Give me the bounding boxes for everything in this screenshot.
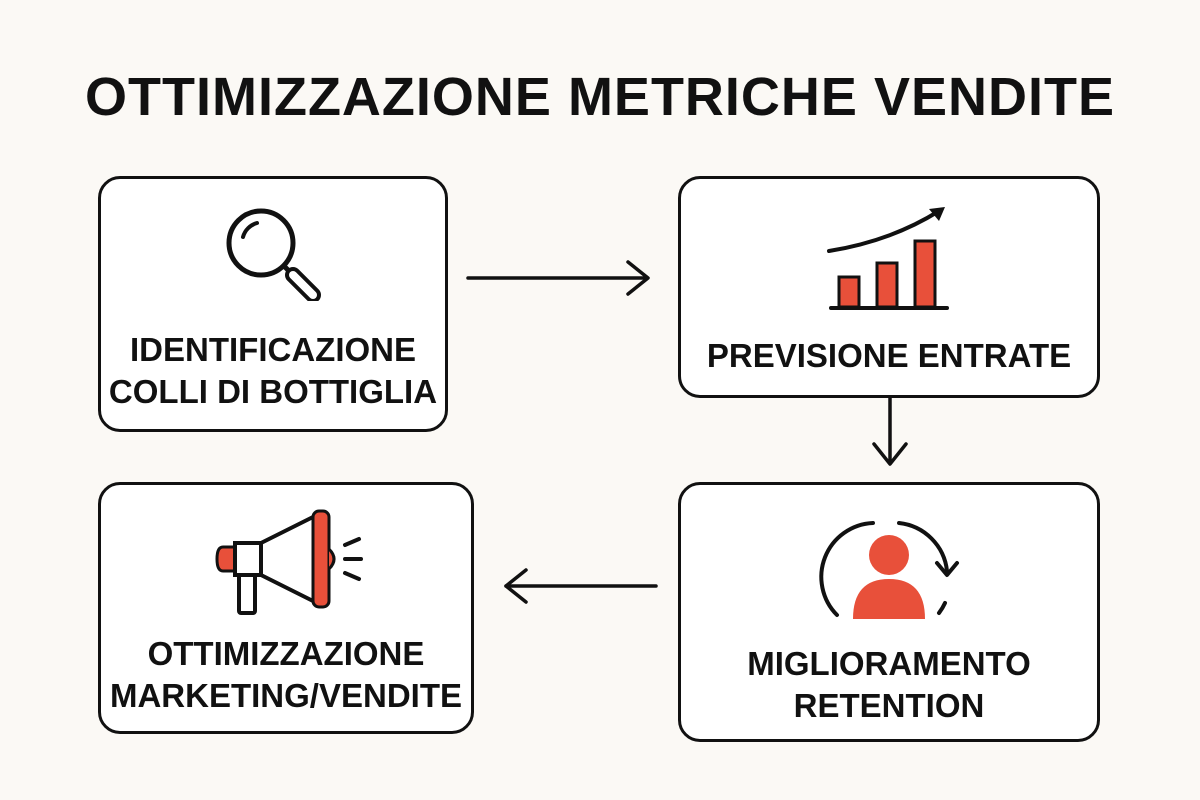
step-label: OTTIMIZZAZIONE MARKETING/VENDITE — [101, 633, 471, 717]
step-box-bottleneck-identification: IDENTIFICAZIONE COLLI DI BOTTIGLIA — [98, 176, 448, 432]
step-box-revenue-forecast: PREVISIONE ENTRATE — [678, 176, 1100, 398]
step-label-line: OTTIMIZZAZIONE — [147, 635, 425, 672]
step-label-line: MARKETING/VENDITE — [109, 677, 462, 714]
step-label-line: PREVISIONE ENTRATE — [706, 337, 1072, 374]
rising-bar-chart-icon — [827, 207, 949, 310]
magnifying-glass-icon — [226, 208, 321, 301]
user-refresh-icon — [819, 521, 959, 619]
step-label-line: RETENTION — [793, 687, 985, 724]
arrow-down-icon — [872, 396, 908, 466]
arrow-right-icon — [466, 260, 650, 296]
step-label-line: MIGLIORAMENTO — [747, 645, 1031, 682]
step-label: MIGLIORAMENTO RETENTION — [681, 643, 1097, 727]
step-label-line: COLLI DI BOTTIGLIA — [108, 373, 438, 410]
megaphone-icon — [215, 509, 363, 615]
step-box-marketing-sales-optimization: OTTIMIZZAZIONE MARKETING/VENDITE — [98, 482, 474, 734]
step-label-line: IDENTIFICAZIONE — [130, 331, 416, 368]
step-box-retention-improvement: MIGLIORAMENTO RETENTION — [678, 482, 1100, 742]
diagram-title: OTTIMIZZAZIONE METRICHE VENDITE — [85, 67, 1115, 127]
arrow-left-icon — [504, 568, 658, 604]
step-label: PREVISIONE ENTRATE — [681, 335, 1097, 377]
step-label: IDENTIFICAZIONE COLLI DI BOTTIGLIA — [101, 329, 445, 413]
